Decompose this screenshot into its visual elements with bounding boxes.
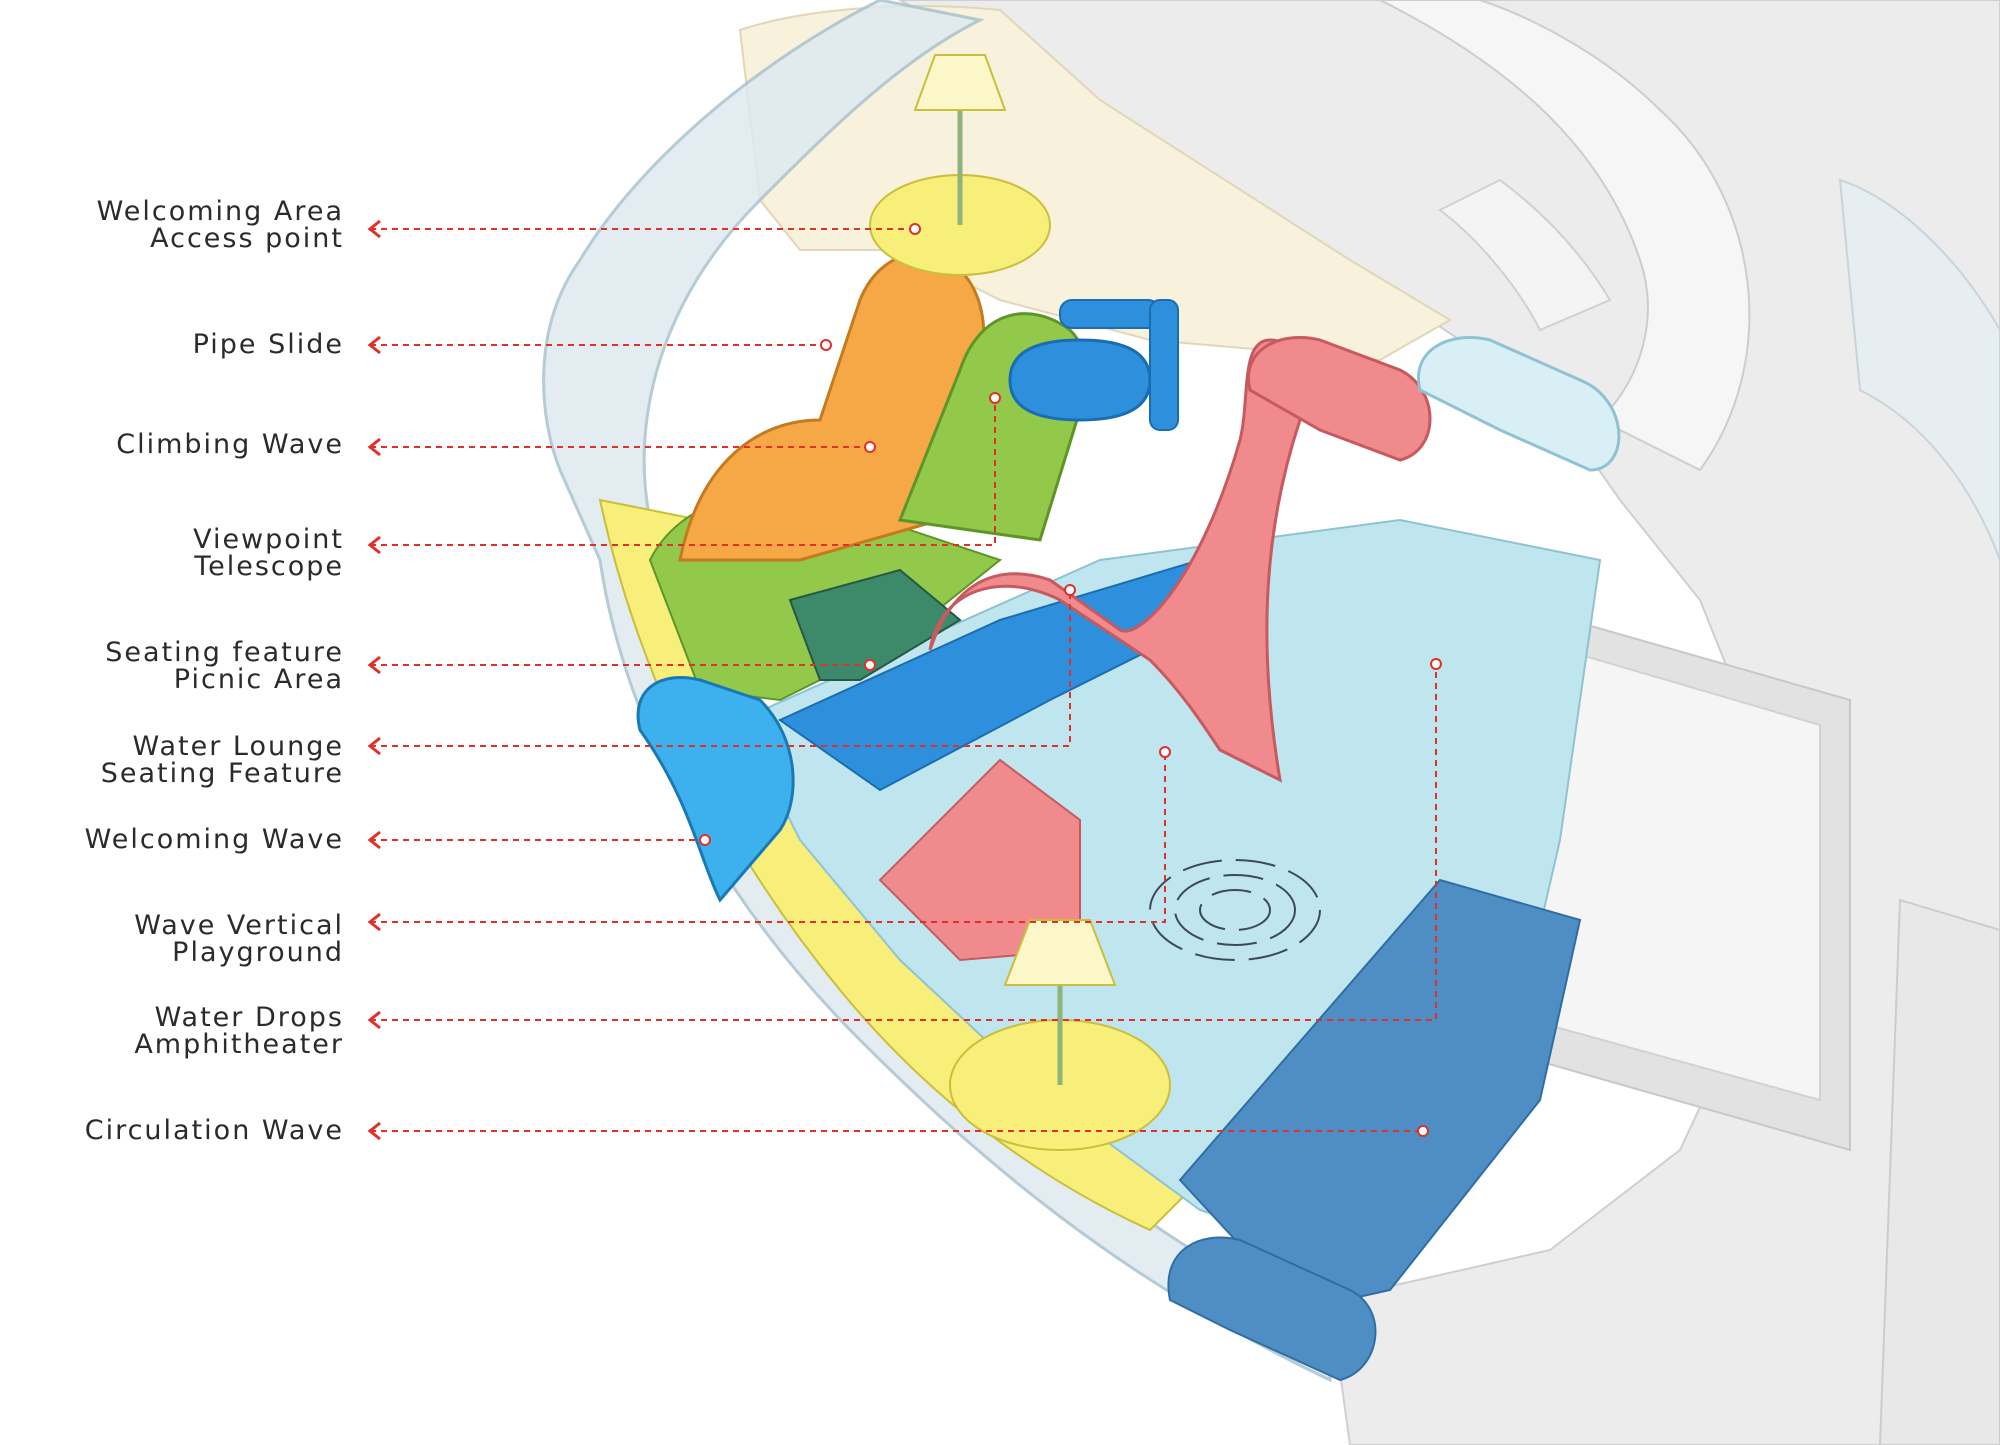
leader-arrowhead [367,655,381,675]
blue-tower [1008,338,1152,422]
leader-arrowhead [367,335,381,355]
leader-arrowhead [367,535,381,555]
leader-line [370,664,1437,1021]
leader-endpoint [989,392,1001,404]
blue-pipe [1059,299,1161,329]
leader-endpoint [864,441,876,453]
leader-endpoint [1159,746,1171,758]
leader-arrowhead [367,1010,381,1030]
welcoming-wave-shape [636,675,795,903]
leader-arrowhead [367,830,381,850]
circulation-end-roll [1167,1236,1377,1382]
leader-endpoint [1417,1125,1429,1137]
water-drop-rings [1149,859,1321,961]
leader-endpoint [1430,658,1442,670]
light-blue-wave [1417,335,1621,472]
leader-line [370,590,1071,747]
pink-roll [1247,335,1432,462]
building-context [898,0,2000,1445]
leader-endpoint [699,834,711,846]
picnic-carpet [788,568,962,681]
lamp-shade-top [913,54,1007,111]
cream-floor [738,5,1452,362]
leader-arrowhead [367,219,381,239]
leader-endpoint [909,223,921,235]
leader-line [370,752,1166,923]
leader-endpoint [864,659,876,671]
leader-arrowhead [367,1121,381,1141]
leader-arrowhead [367,437,381,457]
leader-lines [367,219,1442,1141]
pink-floor [878,758,1081,962]
blue-pipe-vertical [1149,299,1179,431]
leader-arrowhead [367,736,381,756]
lamp-shade-bottom [1003,919,1117,986]
leader-arrowhead [367,912,381,932]
leader-endpoint [820,339,832,351]
leader-endpoint [1064,584,1076,596]
